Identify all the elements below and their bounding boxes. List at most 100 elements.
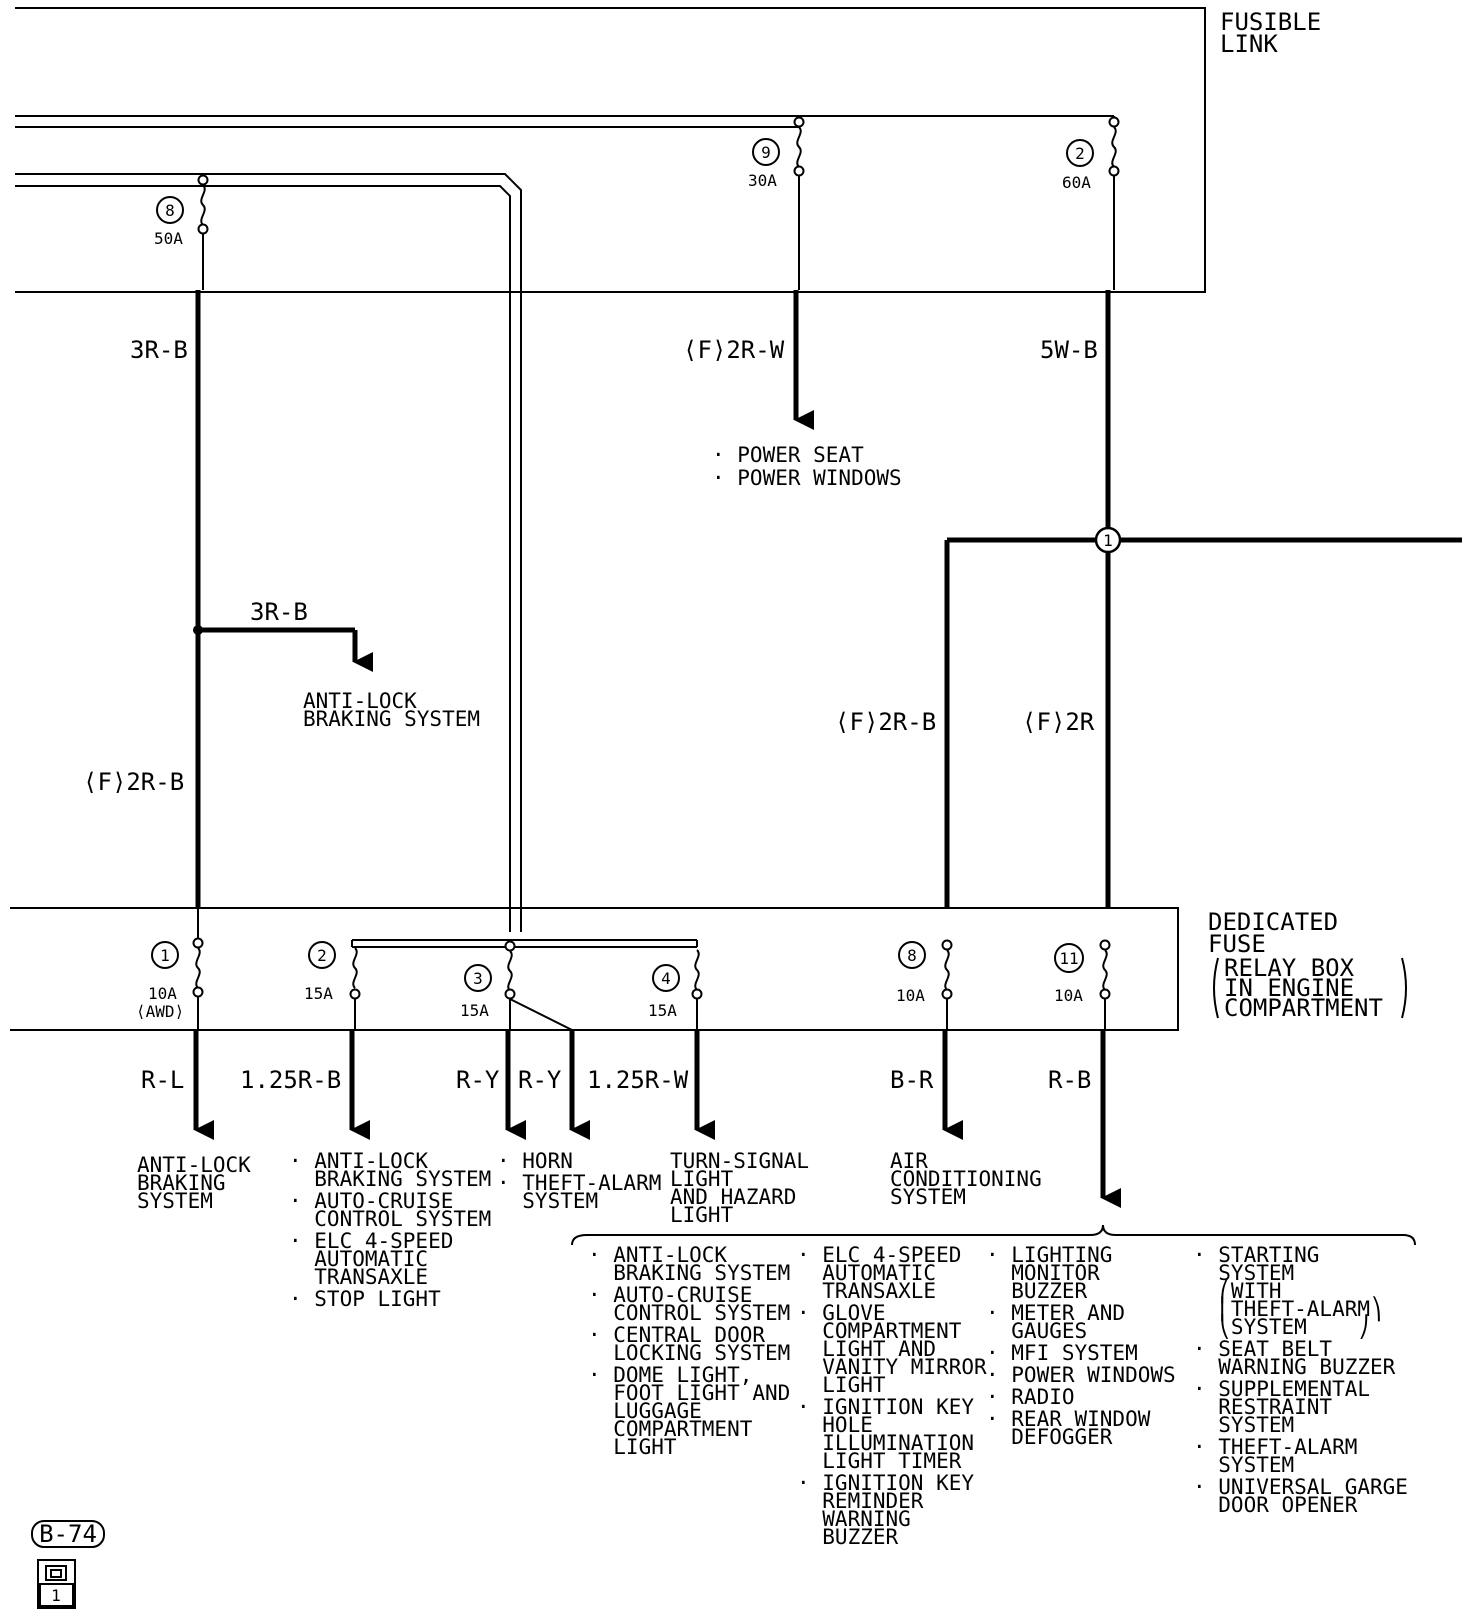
df-fuse-11-amp: 10A — [1054, 986, 1083, 1005]
bottom-list-item: ILLUMINATION — [797, 1431, 974, 1455]
bottom-list-item: · AUTO-CRUISE — [588, 1283, 752, 1307]
bottom-list-item: CONTROL SYSTEM — [588, 1301, 790, 1325]
bottom-list-item: ⎛WITH — [1193, 1278, 1282, 1304]
dest-fuse-8: AIR CONDITIONING SYSTEM — [890, 1149, 1042, 1209]
wire-rb-label: R-B — [1048, 1066, 1091, 1094]
bottom-list-col-4: · STARTING SYSTEM ⎛WITH ⎜THEFT-ALARM⎞ ⎝S… — [1193, 1243, 1408, 1517]
relay-box-line-2: IN ENGINE — [1224, 974, 1354, 1002]
bottom-list-item: · SUPPLEMENTAL — [1193, 1377, 1370, 1401]
connector-b74: B-74 1 — [31, 1520, 105, 1609]
df-fuse-1-note: ⟨AWD⟩ — [136, 1002, 184, 1021]
dest-power-windows: · POWER WINDOWS — [712, 466, 902, 490]
dest-f4-line: TURN-SIGNAL — [670, 1149, 809, 1173]
dest-power-seat: · POWER SEAT — [712, 443, 864, 467]
df-fuse-3-number: 3 — [473, 969, 483, 988]
fusible-link-box: FUSIBLE LINK — [15, 7, 1321, 293]
dest-f2-line: CONTROL SYSTEM — [289, 1207, 491, 1231]
junction-1-label: 1 — [1103, 531, 1113, 550]
fusible-link-fuse-2: 2 60A — [1062, 116, 1120, 290]
df-fuse-11-number: 11 — [1059, 949, 1078, 968]
bottom-list-item: VANITY MIRROR — [797, 1355, 987, 1379]
bottom-list-item: MONITOR — [986, 1261, 1100, 1285]
bottom-list-item: COMPARTMENT — [797, 1319, 962, 1343]
bottom-list-item: HOLE — [797, 1413, 873, 1437]
bottom-list-item: ⎝SYSTEM ⎠ — [1193, 1314, 1370, 1340]
wire-3rb-branch-label: 3R-B — [250, 598, 308, 626]
dest-f1-line: SYSTEM — [137, 1189, 213, 1213]
bottom-list-item: FOOT LIGHT AND — [588, 1381, 790, 1405]
connector-code: B-74 — [39, 1520, 97, 1548]
bottom-list-item: LIGHT — [588, 1435, 677, 1459]
fl-fuse-9-amp: 30A — [748, 171, 777, 190]
wire-f2rb-left-label: ⟨F⟩2R-B — [83, 768, 184, 796]
output-wires — [193, 1030, 1121, 1208]
dest-f2-line: · ANTI-LOCK — [289, 1149, 428, 1173]
df-fuse-1-amp: 10A — [148, 984, 177, 1003]
wire-rl-label: R-L — [141, 1066, 184, 1094]
dest-f8-line: SYSTEM — [890, 1185, 966, 1209]
bottom-list-item: AUTOMATIC — [797, 1261, 936, 1285]
bottom-list-col-2: · ELC 4-SPEED AUTOMATIC TRANSAXLE· GLOVE… — [797, 1243, 987, 1549]
wire-f2r-label: ⟨F⟩2R — [1022, 708, 1095, 736]
dest-f2-line: TRANSAXLE — [289, 1265, 428, 1289]
fusible-link-fuse-8: 8 50A — [154, 174, 209, 290]
wire-5wb-label: 5W-B — [1040, 336, 1098, 364]
df-fuse-8-number: 8 — [907, 946, 917, 965]
bottom-list-item: · LIGHTING — [986, 1243, 1112, 1267]
bottom-list-item: · CENTRAL DOOR — [588, 1323, 765, 1347]
fl-fuse-2-number: 2 — [1075, 144, 1085, 163]
bottom-list-item: · RADIO — [986, 1385, 1075, 1409]
relay-box-line-1: RELAY BOX — [1224, 954, 1355, 982]
bottom-list-item: DOOR OPENER — [1193, 1493, 1358, 1517]
bottom-list-item: BUZZER — [797, 1525, 899, 1549]
bottom-list-item: REMINDER — [797, 1489, 924, 1513]
bottom-list-item: · SEAT BELT — [1193, 1337, 1332, 1361]
dest-f4-line: LIGHT — [670, 1203, 734, 1227]
dest-f2-line: · AUTO-CRUISE — [289, 1189, 453, 1213]
bottom-list-item: BUZZER — [986, 1279, 1088, 1303]
df-fuse-1-number: 1 — [160, 946, 170, 965]
bottom-list-item: COMPARTMENT — [588, 1417, 753, 1441]
fusible-link-title-2: LINK — [1220, 30, 1278, 58]
wire-125rw-label: 1.25R-W — [587, 1066, 689, 1094]
df-fuse-3-amp: 15A — [460, 1001, 489, 1020]
bottom-list-item: BRAKING SYSTEM — [588, 1261, 790, 1285]
bottom-list-item: LUGGAGE — [588, 1399, 702, 1423]
dest-fuse-4: TURN-SIGNAL LIGHT AND HAZARD LIGHT — [670, 1149, 809, 1227]
dedicated-fuse-title-1: DEDICATED — [1208, 908, 1338, 936]
dest-f2-line: · STOP LIGHT — [289, 1287, 441, 1311]
bottom-list-item: · MFI SYSTEM — [986, 1341, 1138, 1365]
dedicated-fuse-4: 4 15A — [648, 949, 703, 1030]
fl-fuse-8-number: 8 — [165, 201, 175, 220]
bottom-list-item: · DOME LIGHT, — [588, 1363, 752, 1387]
bottom-list-item: SYSTEM — [1193, 1261, 1294, 1285]
df-fuse-2-number: 2 — [317, 946, 327, 965]
wire-ry1-label: R-Y — [456, 1066, 500, 1094]
dest-f1-line: BRAKING — [137, 1171, 226, 1195]
fusible-link-fuse-9: 9 30A — [748, 116, 805, 290]
dedicated-fuse-1: 1 10A ⟨AWD⟩ — [136, 908, 204, 1030]
fl-fuse-8-amp: 50A — [154, 229, 183, 248]
dest-abs-branch-1: ANTI-LOCK — [303, 689, 417, 713]
bottom-list-item: · ELC 4-SPEED — [797, 1243, 961, 1267]
bottom-list-item: RESTRAINT — [1193, 1395, 1332, 1419]
wire-3rb-label: 3R-B — [130, 336, 188, 364]
fl-fuse-2-amp: 60A — [1062, 173, 1091, 192]
dest-f4-line: LIGHT — [670, 1167, 734, 1191]
bottom-list-item: · ANTI-LOCK — [588, 1243, 727, 1267]
relay-box-line-3: COMPARTMENT — [1224, 994, 1383, 1022]
bottom-list-item: · POWER WINDOWS — [986, 1363, 1176, 1387]
bus-bars — [15, 115, 1114, 932]
dest-f8-line: AIR — [890, 1149, 928, 1173]
wire-f2rb-mid-label: ⟨F⟩2R-B — [835, 708, 936, 736]
connector-pin: 1 — [51, 1586, 61, 1605]
dedicated-fuse-3: 3 15A — [460, 940, 573, 1031]
bottom-list-item: SYSTEM — [1193, 1413, 1294, 1437]
dest-f3-line: · HORN — [497, 1149, 573, 1173]
wire-br-label: B-R — [890, 1066, 934, 1094]
bottom-list-item: ⎜THEFT-ALARM⎞ — [1193, 1296, 1383, 1322]
bottom-list-item: · IGNITION KEY — [797, 1395, 974, 1419]
dest-f3-line: · THEFT-ALARM — [497, 1171, 661, 1195]
wire-125rb-label: 1.25R-B — [240, 1066, 341, 1094]
